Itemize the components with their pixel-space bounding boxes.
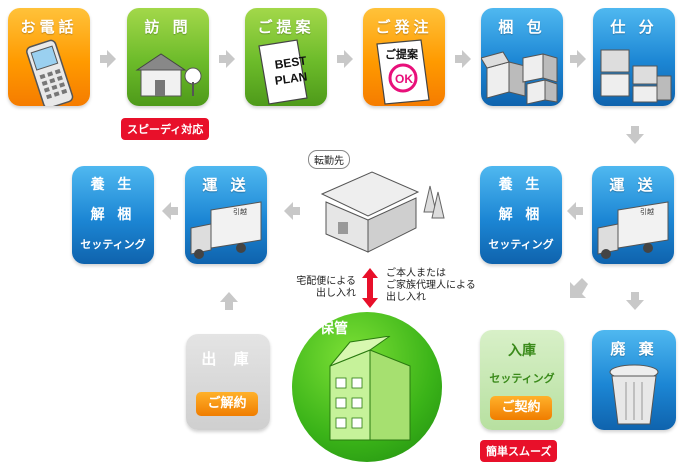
truck-sign: 引越 [233, 207, 247, 216]
note-left-line1: 宅配便による [296, 276, 356, 287]
setup-tile-right: 養 生 解 梱 セッティング [480, 166, 562, 264]
note-right: ご本人または ご家族代理人による 出し入れ [386, 268, 476, 304]
disposal-title: 廃 棄 [610, 340, 658, 358]
best-text: BEST [274, 53, 308, 71]
note-right-line2: ご家族代理人による [386, 280, 476, 291]
step-pack-title: 梱 包 [498, 18, 546, 36]
truck-icon: 引越 [597, 201, 669, 259]
step-proposal: ご提案 BEST PLAN [245, 8, 327, 106]
destination-label: 転勤先 [308, 150, 350, 169]
intake-sub: セッティング [489, 372, 555, 385]
step-order: ご発注 ご提案 OK [363, 8, 445, 106]
arrow-right-icon [100, 50, 116, 68]
transport-title-left: 運 送 [202, 176, 250, 194]
setup-line3-right: セッティング [488, 238, 554, 251]
intake-tile: 入庫 セッティング ご契約 [480, 330, 564, 430]
arrow-right-icon [455, 50, 471, 68]
setup-line2: 解 梱 [90, 207, 136, 223]
arrow-left-icon [162, 202, 178, 220]
arrow-down-icon [626, 292, 644, 310]
easy-badge: 簡単スムーズ [480, 440, 558, 462]
intake-title: 入庫 [508, 343, 536, 359]
truck-icon: 引越 [190, 201, 262, 259]
plan-text: PLAN [274, 69, 308, 87]
shipout-tile: 出 庫 ご解約 [186, 334, 270, 430]
stacked-boxes-icon [600, 49, 672, 103]
step-visit: 訪 問 [127, 8, 209, 106]
transport-title-right: 運 送 [609, 176, 657, 194]
disposal-tile: 廃 棄 [592, 330, 676, 430]
step-pack: 梱 包 [481, 8, 563, 106]
cancel-contract-button[interactable]: ご解約 [196, 392, 258, 416]
destination-house-icon [320, 171, 445, 253]
step-proposal-title: ご提案 [257, 18, 315, 36]
trash-can-icon [609, 364, 659, 425]
arrow-down-left-icon [570, 278, 588, 298]
setup-line2-right: 解 梱 [498, 207, 544, 223]
step-phone: お電話 [8, 8, 90, 106]
note-right-line1: ご本人または [386, 268, 446, 279]
arrow-up-icon [220, 292, 238, 310]
arrow-right-icon [337, 50, 353, 68]
arrow-right-icon [219, 50, 235, 68]
step-sort-title: 仕 分 [610, 18, 658, 36]
order-doc-title: ご提案 [385, 47, 419, 61]
arrow-right-icon [570, 50, 586, 68]
step-phone-title: お電話 [20, 18, 78, 36]
note-left: 宅配便による 出し入れ [282, 276, 356, 300]
ok-stamp: OK [395, 72, 413, 86]
house-icon [135, 53, 202, 97]
truck-sign-right: 引越 [640, 207, 654, 216]
shipout-title: 出 庫 [201, 350, 255, 368]
double-arrow-icon [362, 268, 378, 308]
arrow-left-icon [567, 202, 583, 220]
setup-line3: セッティング [80, 238, 146, 251]
step-sort: 仕 分 [593, 8, 675, 106]
arrow-down-icon [626, 126, 644, 144]
step-order-title: ご発注 [375, 18, 433, 36]
speedy-badge: スピーディ対応 [121, 118, 210, 140]
contract-button[interactable]: ご契約 [490, 396, 552, 420]
note-left-line2: 出し入れ [316, 288, 356, 299]
setup-line1: 養 生 [90, 177, 136, 193]
mobile-phone-icon [26, 39, 74, 106]
setup-line1-right: 養 生 [498, 177, 544, 193]
storage-label: 保管 [320, 321, 348, 337]
transport-tile-left: 運 送 引越 [185, 166, 267, 264]
setup-tile-left: 養 生 解 梱 セッティング [72, 166, 154, 264]
order-document-icon: ご提案 OK [376, 39, 430, 105]
step-visit-title: 訪 問 [144, 18, 192, 36]
boxes-icon [481, 51, 558, 105]
arrow-left-icon [284, 202, 300, 220]
transport-tile-right: 運 送 引越 [592, 166, 674, 264]
document-icon: BEST PLAN [258, 39, 308, 105]
warehouse-building-icon [329, 336, 411, 441]
note-right-line3: 出し入れ [386, 292, 426, 303]
